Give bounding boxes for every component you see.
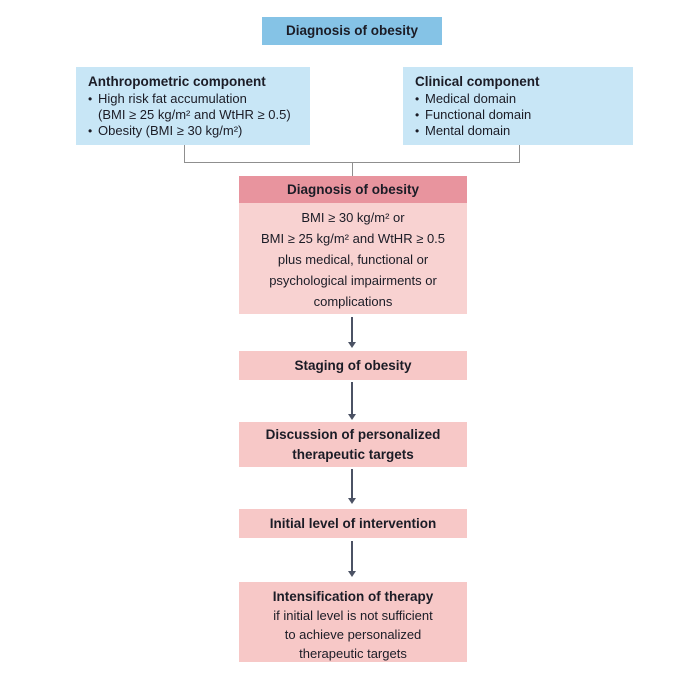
diagnosis-body-line: BMI ≥ 30 kg/m² or [301,210,405,225]
intensification-line: therapeutic targets [299,646,407,661]
connector-left-stub [184,145,185,162]
discussion-line: therapeutic targets [292,447,414,462]
intensification-line: to achieve personalized [284,627,422,642]
clinical-component-box: Clinical component • Medical domain • Fu… [403,67,633,145]
anthropometric-title: Anthropometric component [88,74,266,89]
bullet-icon: • [88,124,93,138]
bullet-text: Mental domain [425,123,511,138]
diagnosis-body-line: plus medical, functional or [277,252,429,267]
bullet-icon: • [415,124,420,138]
intensification-title: Intensification of therapy [272,589,434,604]
bullet-text: Obesity (BMI ≥ 30 kg/m²) [98,123,243,138]
anthropometric-bullet-1: • High risk fat accumulation [88,91,300,107]
initial-intervention-box: Initial level of intervention [239,509,467,538]
discussion-box: Discussion of personalized therapeutic t… [239,422,467,467]
connector-right-stub [519,145,520,162]
clinical-bullet-3: • Mental domain [415,123,623,139]
intensification-line: if initial level is not sufficient [273,608,433,623]
diagnosis-header-box: Diagnosis of obesity [239,176,467,203]
staging-box: Staging of obesity [239,351,467,380]
bullet-icon: • [415,92,420,106]
bullet-text: Functional domain [425,107,532,122]
bullet-text: Medical domain [425,91,517,106]
intensification-box: Intensification of therapy if initial le… [239,582,467,662]
top-diagnosis-box: Diagnosis of obesity [262,17,442,45]
diagnosis-body-box: BMI ≥ 30 kg/m² or BMI ≥ 25 kg/m² and WtH… [239,203,467,314]
connector-center-stub [352,162,353,176]
diagnosis-body-line: psychological impairments or [269,273,437,288]
anthropometric-bullet-2: • Obesity (BMI ≥ 30 kg/m²) [88,123,300,139]
arrow-down-icon [351,382,353,415]
arrow-down-icon [351,317,353,343]
clinical-bullet-1: • Medical domain [415,91,623,107]
bullet-icon: • [415,108,420,122]
bullet-icon: • [88,92,93,106]
bullet-text: High risk fat accumulation [98,91,247,106]
clinical-title: Clinical component [415,74,540,89]
clinical-bullet-2: • Functional domain [415,107,623,123]
arrow-down-icon [351,541,353,572]
arrow-down-icon [351,469,353,499]
discussion-line: Discussion of personalized [265,427,441,442]
diagnosis-body-line: BMI ≥ 25 kg/m² and WtHR ≥ 0.5 [260,231,446,246]
anthropometric-component-box: Anthropometric component • High risk fat… [76,67,310,145]
diagnosis-body-line: complications [313,294,393,309]
anthropometric-bullet-1-cont: (BMI ≥ 25 kg/m² and WtHR ≥ 0.5) [98,107,291,122]
